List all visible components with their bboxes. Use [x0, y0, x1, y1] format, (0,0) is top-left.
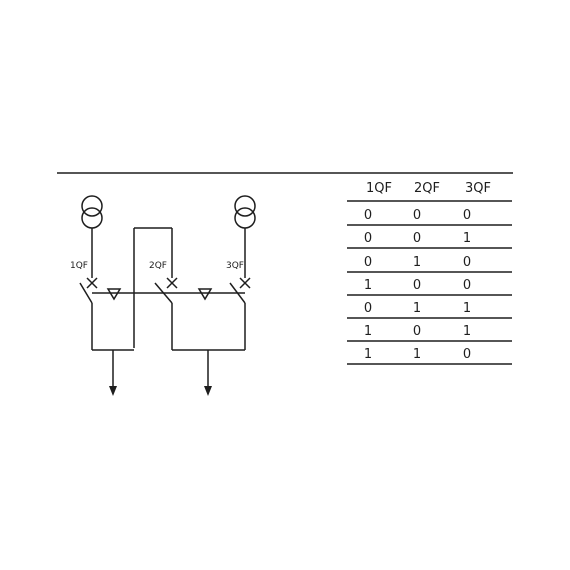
table-cell: 1 — [413, 301, 421, 316]
interlock-triangle-1 — [106, 288, 122, 301]
breaker-2qf-feed-loop — [133, 227, 173, 348]
table-row: 0 0 1 — [364, 231, 471, 246]
table-cell: 1 — [364, 347, 372, 362]
transformer-2-icon — [234, 195, 256, 278]
table-cell: 1 — [364, 324, 372, 339]
breaker-1qf-trip-icon — [86, 277, 98, 289]
table-cell: 1 — [463, 324, 471, 339]
table-row: 1 0 1 — [364, 324, 471, 339]
table-cell: 0 — [463, 255, 471, 270]
table-cell: 1 — [463, 301, 471, 316]
table-cell: 1 — [413, 255, 421, 270]
label-2qf: 2QF — [149, 261, 167, 271]
table-cell: 0 — [413, 324, 421, 339]
section-2-bus — [171, 303, 246, 351]
table-header-1qf: 1QF — [366, 181, 392, 196]
table-cell: 0 — [463, 208, 471, 223]
breaker-1qf-blade — [79, 282, 93, 304]
breaker-2qf-trip-icon — [166, 277, 178, 289]
table-cell: 0 — [364, 231, 372, 246]
table-cell: 0 — [413, 208, 421, 223]
table-row: 0 1 1 — [364, 301, 471, 316]
table-cell: 0 — [364, 208, 372, 223]
truth-table: 1QF 2QF 3QF 0 0 0 0 0 1 0 1 — [347, 181, 512, 365]
label-1qf: 1QF — [70, 261, 88, 271]
table-cell: 1 — [413, 347, 421, 362]
section-1-bus — [91, 303, 134, 351]
table-header-2qf: 2QF — [414, 181, 440, 196]
label-3qf: 3QF — [226, 261, 244, 271]
interlock-triangle-2 — [197, 288, 213, 301]
table-row: 0 1 0 — [364, 255, 471, 270]
table-row: 0 0 0 — [364, 208, 471, 223]
table-cell: 1 — [364, 278, 372, 293]
table-cell: 0 — [463, 347, 471, 362]
breaker-3qf-trip-icon — [239, 277, 251, 289]
table-cell: 0 — [413, 231, 421, 246]
feeder-1-arrow-icon — [109, 386, 117, 396]
table-cell: 0 — [364, 255, 372, 270]
table-cell: 0 — [463, 278, 471, 293]
table-cell: 0 — [364, 301, 372, 316]
table-row: 1 1 0 — [364, 347, 471, 362]
transformer-1-icon — [81, 195, 103, 278]
table-cell: 0 — [413, 278, 421, 293]
table-row: 1 0 0 — [364, 278, 471, 293]
single-line-diagram — [79, 195, 256, 388]
table-cell: 1 — [463, 231, 471, 246]
feeder-2-arrow-icon — [204, 386, 212, 396]
table-header-3qf: 3QF — [465, 181, 491, 196]
